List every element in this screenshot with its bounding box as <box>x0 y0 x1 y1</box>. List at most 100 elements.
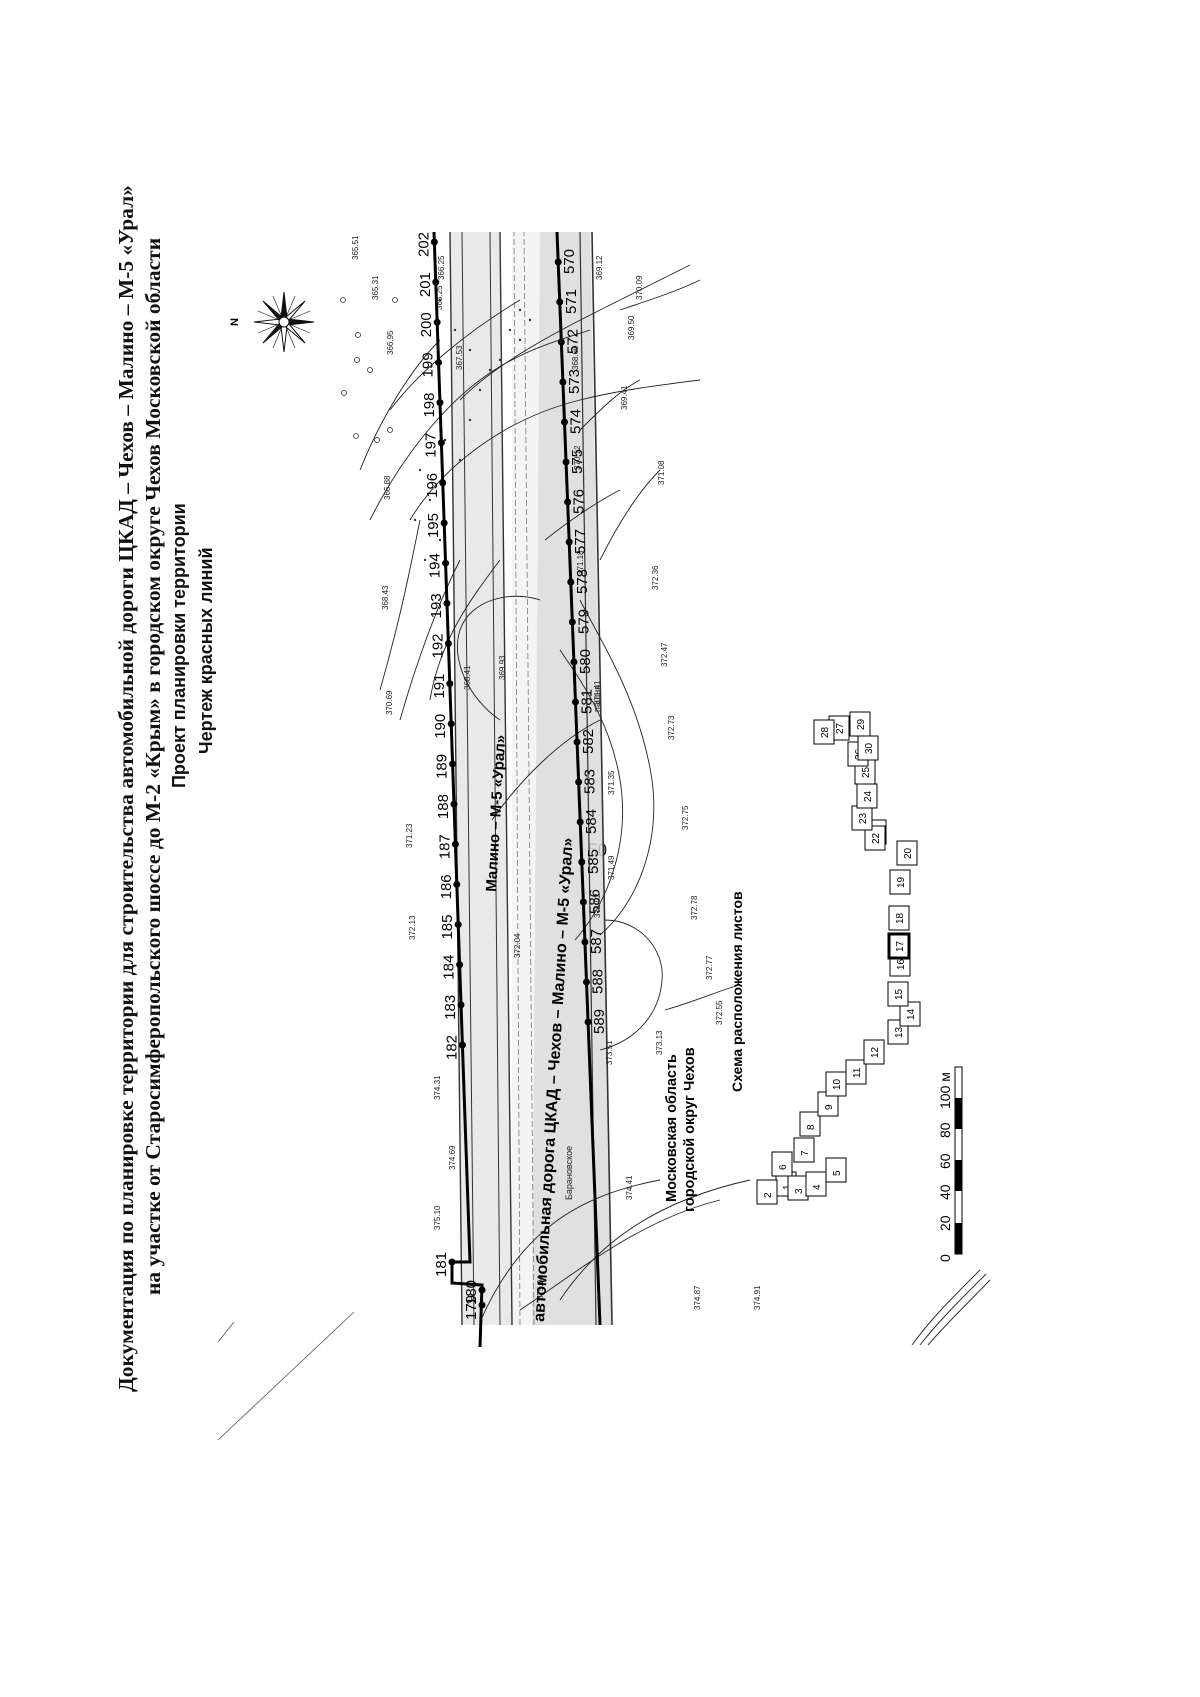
boundary-point-label: 588 <box>590 969 607 994</box>
boundary-point-marker <box>570 658 578 666</box>
elevation-label: 371.23 <box>405 823 414 848</box>
boundary-point-marker <box>436 399 444 407</box>
field-label: пашня <box>592 685 602 712</box>
elevation-label: 371.08 <box>657 460 666 485</box>
boundary-point-label: 580 <box>577 649 594 674</box>
elevation-label: 371.18 <box>576 550 585 575</box>
boundary-point-marker <box>437 439 445 447</box>
boundary-point-label: 581 <box>578 689 595 714</box>
boundary-point-marker <box>565 538 573 546</box>
north-arrow-icon: N <box>229 291 315 353</box>
elevation-label: 371.41 <box>593 680 602 705</box>
boundary-point-label: 582 <box>580 729 597 754</box>
boundary-point-label: 570 <box>561 249 578 274</box>
boundary-point-label: 180 <box>463 1280 480 1305</box>
elevation-label: 369.50 <box>627 315 636 340</box>
region-label-district: городской округ Чехов <box>682 1047 698 1212</box>
sheet-box-label: 15 <box>894 988 905 1000</box>
boundary-point-label: 583 <box>582 769 599 794</box>
sheet-box-label: 7 <box>800 1150 811 1156</box>
boundary-point-marker <box>457 1001 465 1009</box>
elevation-label: 368.41 <box>463 665 472 690</box>
red-line-upper <box>432 231 484 1348</box>
elevation-label: 365.51 <box>351 235 360 260</box>
scale-tick-label: 40 <box>937 1184 953 1200</box>
boundary-point-marker <box>430 238 438 246</box>
boundary-point-label: 185 <box>439 915 456 940</box>
boundary-point-marker <box>447 720 455 728</box>
elevation-label: 367.53 <box>455 345 464 370</box>
boundary-point-marker <box>442 559 450 567</box>
sheet-box <box>863 1039 885 1065</box>
elevation-label: 369.12 <box>595 255 604 280</box>
elevation-label: 371.02 <box>593 893 602 918</box>
sheet-box <box>896 840 918 866</box>
sheet-box <box>857 735 879 761</box>
boundary-point-label: 190 <box>432 714 449 739</box>
sheet-box-label: 10 <box>832 1078 843 1090</box>
elevation-label: 370.69 <box>385 690 394 715</box>
boundary-point-marker <box>578 858 586 866</box>
sheet-box-label: 25 <box>861 766 872 778</box>
sheet-box <box>864 825 886 851</box>
boundary-point-label: 584 <box>583 809 600 834</box>
sheet-box-label: 4 <box>812 1184 823 1190</box>
boundary-point-marker <box>478 1301 486 1309</box>
boundary-point-label: 193 <box>428 593 445 618</box>
sheet-box-label: 17 <box>895 940 906 952</box>
elevation-label: 372.55 <box>715 1000 724 1025</box>
boundary-point-label: 181 <box>433 1252 450 1277</box>
elevation-label: 374.69 <box>448 1145 457 1170</box>
shrub-dots <box>413 298 532 562</box>
boundary-point-label: 572 <box>564 329 581 354</box>
boundary-point-marker <box>576 818 584 826</box>
boundary-point-label: 184 <box>441 955 458 980</box>
elevation-label: 365.31 <box>371 275 380 300</box>
boundary-point-label: 198 <box>421 393 438 418</box>
scale-tick-label: 100 м <box>937 1072 953 1109</box>
sheet-box-label: 3 <box>794 1188 805 1194</box>
sheet-box-label: 11 <box>852 1067 863 1078</box>
region-label-oblast: Московская область <box>664 1054 680 1202</box>
boundary-point-label: 586 <box>586 889 603 914</box>
field-labels: пашня Барановское <box>564 685 602 1200</box>
sheet-box-label: 8 <box>806 1124 817 1130</box>
scale-tick-label: 20 <box>937 1215 953 1231</box>
elevation-label: 368.43 <box>381 585 390 610</box>
elevation-label: 369.41 <box>620 385 629 410</box>
boundary-point-marker <box>560 418 568 426</box>
elevation-label: 375.10 <box>433 1205 442 1230</box>
boundary-point-label: 197 <box>422 433 439 458</box>
sheet-box-label: 23 <box>858 812 869 824</box>
boundary-point-marker <box>440 519 448 527</box>
sheet-box-label: 27 <box>835 722 846 734</box>
elevation-label: 372.13 <box>408 915 417 940</box>
elevation-label: 372.77 <box>705 955 714 980</box>
sheet-box-label: 30 <box>864 742 875 754</box>
boundary-point-label: 183 <box>442 995 459 1020</box>
sheet-box-label: 28 <box>820 726 831 738</box>
sheet-box <box>887 981 909 1007</box>
boundary-point-marker <box>444 640 452 647</box>
elevation-label: 374.91 <box>753 1285 762 1310</box>
sheet-box-label: 14 <box>906 1008 917 1020</box>
boundary-point-label: 574 <box>567 409 584 434</box>
elevation-label: 374.87 <box>693 1285 702 1310</box>
sheet-box-label: 20 <box>903 847 914 859</box>
elevation-label: 370.09 <box>635 275 644 300</box>
sheet-box-label: 18 <box>895 912 906 924</box>
boundary-point-label: 578 <box>574 569 591 594</box>
elevation-label: 371.35 <box>607 770 616 795</box>
boundary-point-label: 575 <box>569 449 586 474</box>
boundary-point-label: 589 <box>591 1009 608 1034</box>
sheet-box <box>813 719 835 745</box>
boundary-point-label: 179 <box>463 1295 480 1320</box>
sheet-scheme-label: Схема расположения листов <box>729 891 745 1092</box>
boundary-point-marker <box>562 458 570 466</box>
elevation-label: 372.75 <box>681 805 690 830</box>
sheet-box <box>889 869 911 895</box>
sheet-box-label: 16 <box>896 958 907 970</box>
elevation-label: 374.31 <box>433 1075 442 1100</box>
sheet-box <box>756 1179 778 1205</box>
